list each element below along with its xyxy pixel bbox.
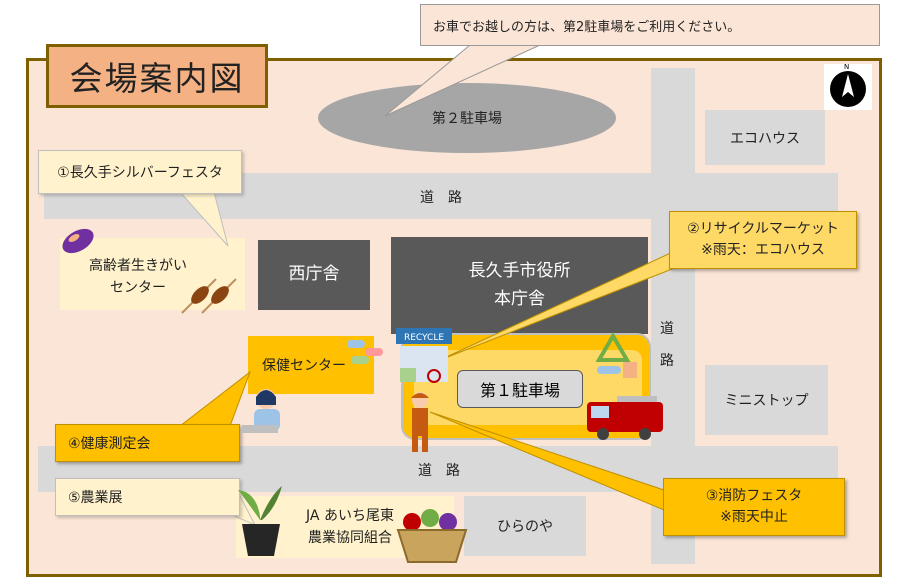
event-3-note: ※雨天中止 [720,509,788,525]
city-hall-label-2: 本庁舎 [494,288,545,309]
parking-notice-text: お車でお越しの方は、第2駐車場をご利用ください。 [433,19,741,35]
mini-stop: ミニストップ [705,365,828,435]
recycle-stand-icon: RECYCLE [396,328,452,383]
event-1-tail [178,191,229,247]
hiranoya-label: ひらのや [497,519,553,535]
road-bottom-label: 道 路 [418,463,460,479]
event-4-callout: ④健康測定会 [55,424,240,462]
firefighter-icon [411,392,429,452]
event-1-label: ①長久手シルバーフェスタ [57,165,223,181]
event-3-label: ③消防フェスタ [705,488,803,504]
event-2-note: ※雨天：エコハウス [701,242,825,258]
event-2-callout: ②リサイクルマーケット ※雨天：エコハウス [669,211,857,269]
pills-icon [347,340,383,364]
sweet-potato-icon [62,228,94,254]
event-3-callout: ③消防フェスタ ※雨天中止 [663,478,845,536]
parking-lot-2: 第２駐車場 [318,83,616,153]
elderly-center-label: 高齢者生きがい センター [78,256,198,299]
nurse-person-icon [242,389,280,433]
ja-building-label-1: JA あいち尾東 [306,508,394,524]
event-2-tail [439,243,691,361]
event-2-label: ②リサイクルマーケット [687,221,839,237]
hiranoya: ひらのや [464,496,586,556]
vegetable-basket-icon [396,509,468,563]
elderly-center-label-1: 高齢者生きがい [89,258,187,274]
city-hall-label-1: 長久手市役所 [468,261,571,282]
map-title: 会場案内図 [46,44,268,108]
ja-building-label-2: 農業協同組合 [308,529,392,546]
recycle-sign-text: RECYCLE [404,333,444,343]
parking-lot-1: 第１駐車場 [457,370,583,408]
health-center-label: 保健センター [262,358,346,374]
parking-notice: お車でお越しの方は、第2駐車場をご利用ください。 [420,4,880,46]
event-5-callout: ⑤農業展 [55,478,240,516]
compass-north-label: N [844,63,850,71]
eco-house-label: エコハウス [730,130,800,147]
road-right-label-1: 道 [660,321,674,337]
potted-plant-icon [238,486,282,556]
west-building: 西庁舎 [258,240,370,310]
parking-lot-1-label: 第１駐車場 [479,381,560,400]
north-arrow-icon [830,71,866,107]
mini-stop-label: ミニストップ [724,393,809,409]
road-top-label: 道 路 [420,190,462,206]
compass: N [824,63,872,110]
road-right-label-2: 路 [660,353,674,369]
event-5-label: ⑤農業展 [68,490,123,506]
map-title-text: 会場案内図 [69,59,245,98]
eco-house: エコハウス [705,110,825,165]
parking-lot-2-label: 第２駐車場 [432,111,502,127]
recycle-items-icon [595,332,637,378]
event-1-callout: ①長久手シルバーフェスタ [38,150,242,194]
event-4-label: ④健康測定会 [68,436,151,452]
ja-building-label: JA あいち尾東 農業協同組合 [280,506,420,549]
elderly-center-label-2: センター [110,279,166,296]
fire-truck-icon [587,396,663,440]
dango-skewer-icon [181,278,237,314]
west-building-label: 西庁舎 [288,264,340,285]
